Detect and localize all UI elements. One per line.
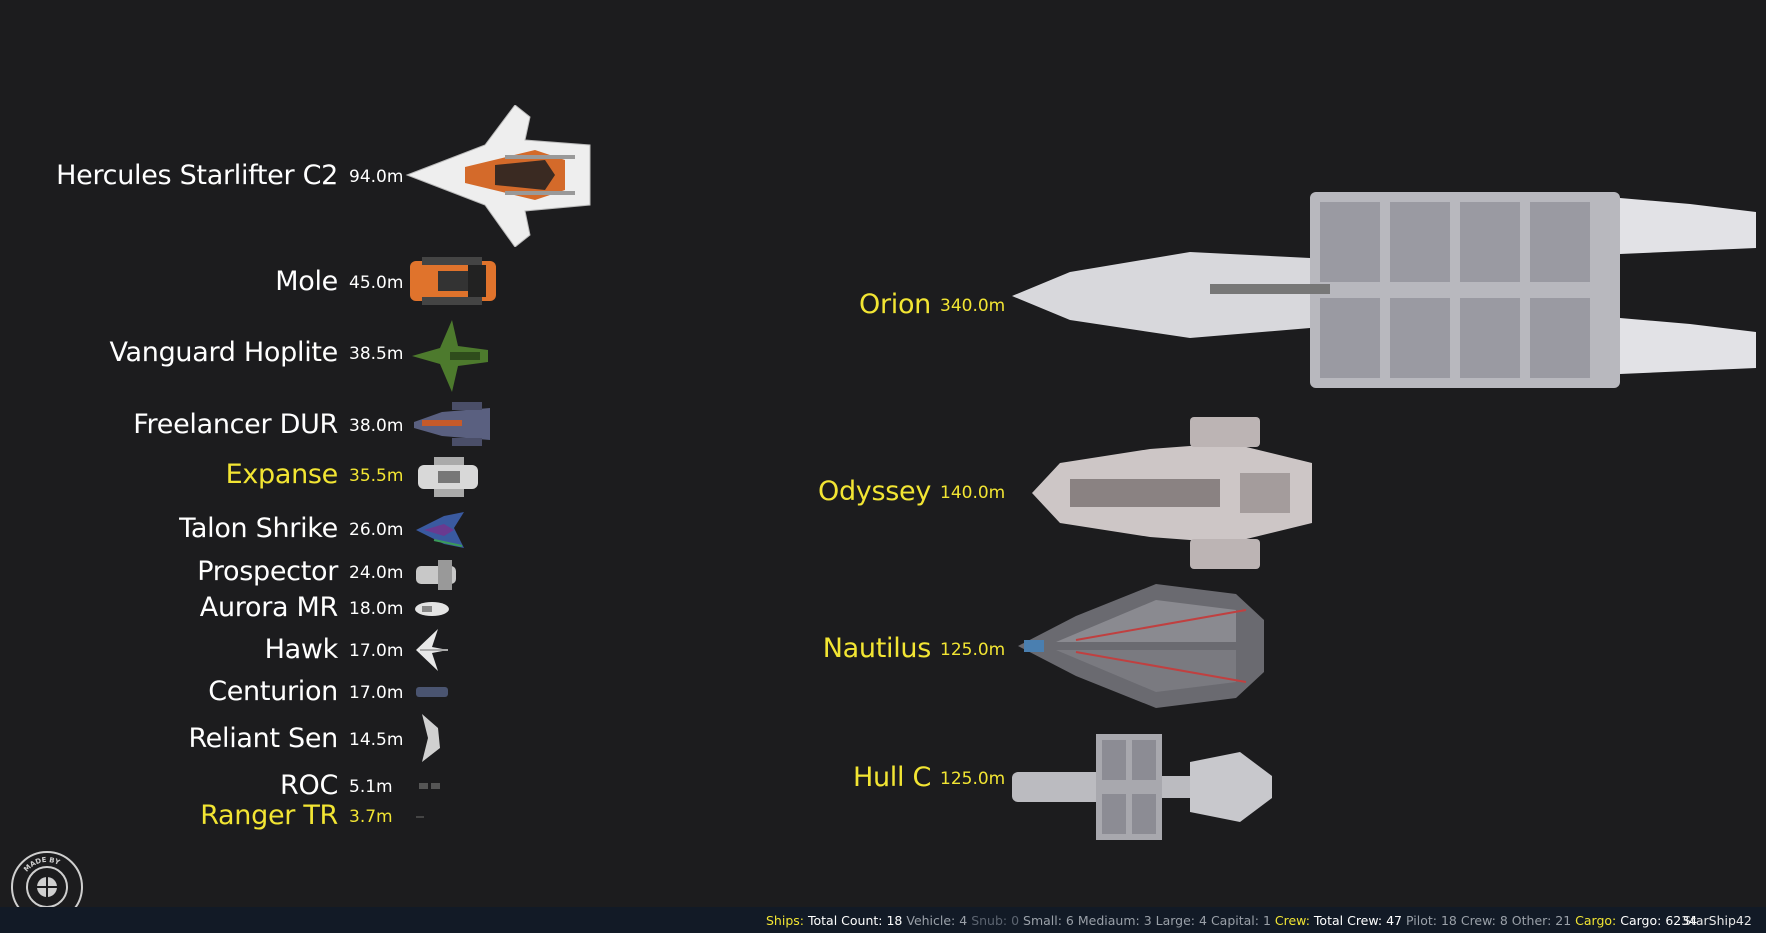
expanse-ship-image <box>418 457 478 497</box>
odyssey-ship-image <box>1032 417 1312 569</box>
hawk-ship-image <box>416 629 448 671</box>
reliant-ship-image <box>422 714 440 762</box>
ship-row-nautilus: Nautilus <box>700 633 932 673</box>
hull-c-ship-image <box>1012 734 1272 840</box>
ship-name: Odyssey <box>818 476 931 507</box>
mole-ship-image <box>410 257 496 305</box>
vanguard-ship-image <box>412 320 488 392</box>
ship-row-centurion: Centurion <box>0 676 338 716</box>
ship-row-talon: Talon Shrike <box>0 513 338 553</box>
ship-name: Hull C <box>852 762 931 793</box>
ship-row-hull-c: Hull C <box>700 762 931 802</box>
roc-ship-image <box>419 783 440 789</box>
ship-row-hawk: Hawk <box>0 634 339 674</box>
ship-name: Expanse <box>225 459 339 490</box>
ship-name: Talon Shrike <box>179 513 338 544</box>
ship-name: Hercules Starlifter C2 <box>56 160 338 191</box>
orion-ship-image <box>1012 192 1756 388</box>
ship-name: Aurora MR <box>199 592 339 623</box>
ship-row-mole: Mole <box>0 266 338 306</box>
made-by-the-community-logo: MADE BY <box>11 851 83 923</box>
ship-row-vanguard: Vanguard Hoplite <box>0 337 338 377</box>
centurion-ship-image <box>416 687 448 697</box>
ship-row-hercules: Hercules Starlifter C2 <box>0 160 338 200</box>
ship-row-expanse: Expanse <box>0 459 339 499</box>
ship-row-freelancer: Freelancer DUR <box>0 409 338 449</box>
ship-row-reliant: Reliant Sen <box>0 723 338 763</box>
freelancer-ship-image <box>414 402 490 446</box>
talon-ship-image <box>416 512 464 548</box>
ranger-ship-image <box>416 816 424 818</box>
prospector-ship-image <box>416 560 456 590</box>
aurora-ship-image <box>415 602 449 616</box>
ship-row-aurora: Aurora MR <box>0 592 339 632</box>
ship-row-orion: Orion <box>700 289 931 329</box>
ship-name: Prospector <box>197 556 338 587</box>
nautilus-ship-image <box>1018 584 1264 708</box>
ship-name: Reliant Sen <box>188 723 338 754</box>
ship-name: Vanguard Hoplite <box>109 337 338 368</box>
ship-name: Orion <box>859 289 931 320</box>
ship-name: Hawk <box>264 634 339 665</box>
ship-name: Ranger TR <box>200 800 338 831</box>
ship-row-odyssey: Odyssey <box>700 476 931 516</box>
ship-name: Centurion <box>208 676 338 707</box>
status-bar <box>0 907 1766 933</box>
stats-summary: Ships: Total Count: 18 Vehicle: 4 Snub: … <box>766 913 1698 928</box>
ship-name: Nautilus <box>822 633 932 664</box>
brand-label: StarShip42 <box>1683 913 1752 928</box>
ship-name: Mole <box>275 266 338 297</box>
ship-row-roc: ROC <box>0 770 338 810</box>
hercules-ship-image <box>405 105 591 247</box>
ship-row-prospector: Prospector <box>0 556 338 596</box>
ship-name: Freelancer DUR <box>133 409 338 440</box>
ship-name: ROC <box>280 770 338 801</box>
ship-row-ranger: Ranger TR <box>0 800 338 840</box>
